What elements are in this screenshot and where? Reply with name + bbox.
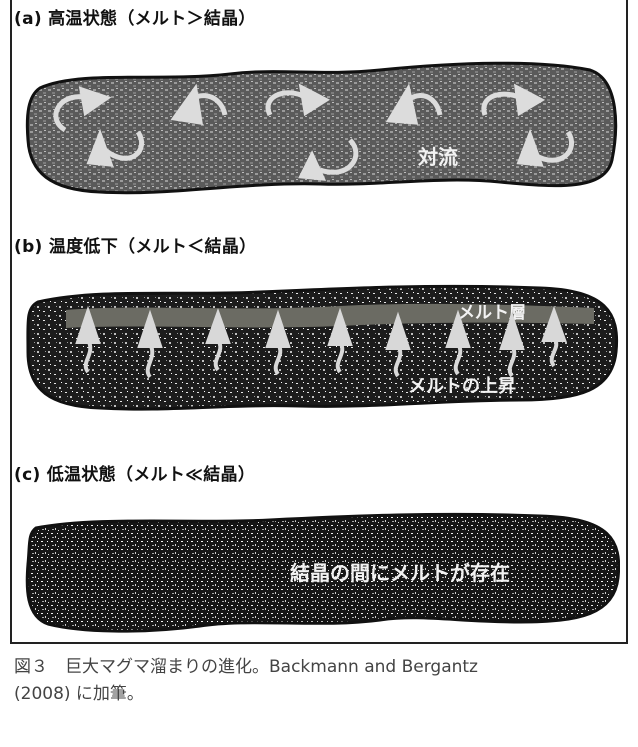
- panel-c-magma-chamber: 結晶の間にメルトが存在: [20, 508, 620, 638]
- panel-a-magma-chamber: 対流: [20, 60, 620, 205]
- chamber-b-body: [28, 286, 617, 409]
- label-melt-rise: メルトの上昇: [408, 376, 516, 397]
- label-melt-between-crystals: 結晶の間にメルトが存在: [290, 561, 510, 585]
- label-convection: 対流: [417, 145, 458, 169]
- label-melt-layer: メルト層: [458, 303, 526, 323]
- caption-line-2: (2008) に加筆。: [14, 681, 624, 708]
- panel-b-magma-chamber: メルト層 メルトの上昇: [20, 282, 620, 417]
- panel-b-title: (b) 温度低下（メルト＜結晶）: [14, 232, 256, 257]
- panel-c-title: (c) 低温状態（メルト≪結晶）: [14, 460, 255, 485]
- caption-line-1: 図３ 巨大マグマ溜まりの進化。Backmann and Bergantz: [14, 654, 624, 681]
- panel-a-title: (a) 高温状態（メルト＞結晶）: [14, 4, 256, 29]
- figure-caption: 図３ 巨大マグマ溜まりの進化。Backmann and Bergantz (20…: [14, 654, 624, 708]
